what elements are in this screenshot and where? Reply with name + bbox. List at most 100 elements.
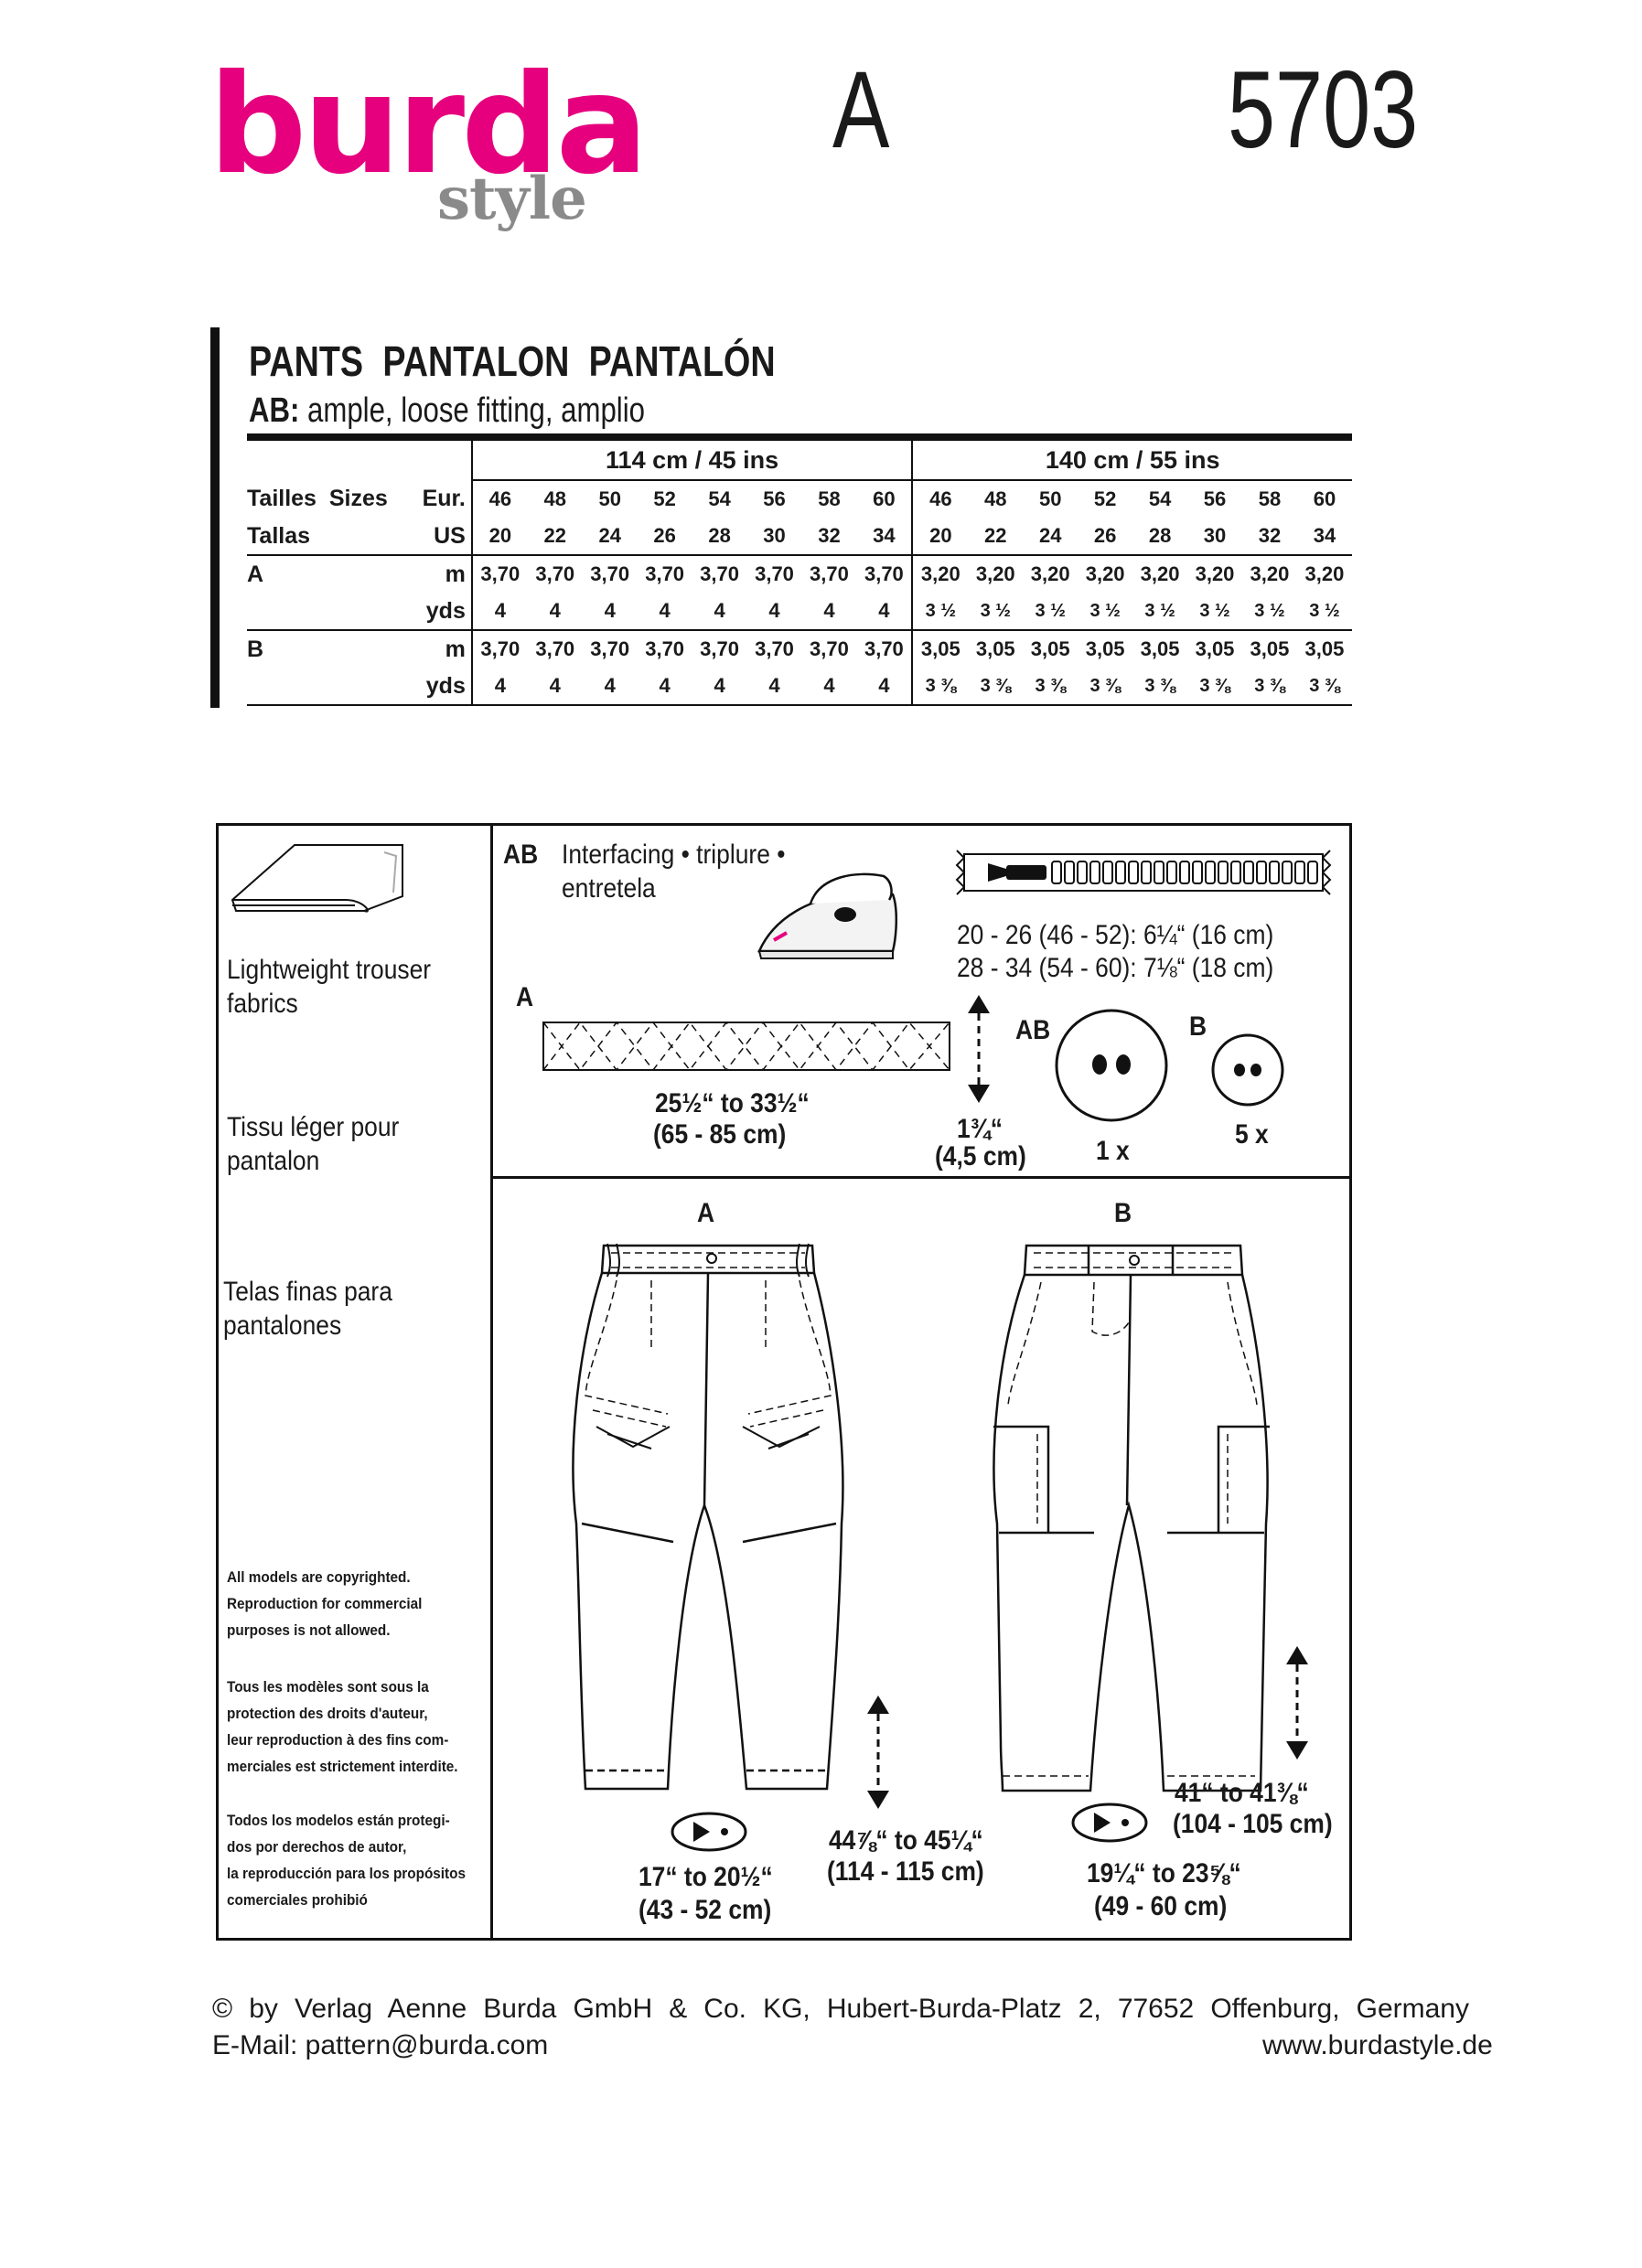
eur-size: 48 (543, 487, 566, 510)
small-button-icon (1211, 1033, 1284, 1107)
yardage-value: 3 ⅜ (1132, 668, 1188, 706)
strip-view: A (516, 982, 534, 1012)
eur-size: 60 (873, 487, 896, 510)
yardage-value: 3 ⅜ (1241, 668, 1297, 706)
title-accent-bar (210, 327, 220, 708)
eur-size: 58 (1258, 487, 1282, 510)
yardage-value: 3 ½ (1144, 600, 1175, 621)
hem-a-inches: 17“ to 20½“ (639, 1862, 773, 1892)
zipper-tooth (1218, 861, 1229, 884)
garment-description: AB: ample, loose fitting, amplio (249, 393, 645, 428)
yardage-value: 3,05 (1132, 629, 1188, 668)
hem-b-circumference-icon (1071, 1803, 1148, 1843)
yardage-value: 4 (878, 599, 890, 622)
yardage-value: 4 (470, 593, 528, 630)
pattern-number: 5703 (1228, 48, 1419, 171)
us-size: 34 (1313, 524, 1336, 547)
us-size: 26 (1093, 524, 1117, 547)
yardage-value: 4 (470, 668, 528, 706)
waistband-strip-diagram (542, 1021, 950, 1072)
us-size: 26 (653, 524, 676, 547)
us-size: 32 (1258, 524, 1282, 547)
label-yds: yds (425, 597, 466, 624)
eur-size: 54 (1148, 487, 1172, 510)
description-text: ample, loose fitting, amplio (307, 391, 645, 430)
large-button-views: AB (1015, 1015, 1051, 1045)
inseam-b-arrow-icon (1286, 1646, 1308, 1760)
yardage-value: 4 (582, 668, 638, 706)
zipper-length-small: 20 - 26 (46 - 52): 6¼“ (16 cm) (957, 920, 1274, 950)
yardage-value: 3,20 (968, 554, 1024, 593)
yardage-value: 3,05 (911, 629, 969, 668)
yardage-value: 3,70 (582, 629, 638, 668)
yardage-value: 3,70 (801, 629, 857, 668)
copyright-english: All models are copyrighted.Reproduction … (227, 1568, 423, 1639)
eur-size: 50 (598, 487, 621, 510)
yardage-value: 4 (659, 599, 671, 622)
yardage-value: 3 ½ (1254, 600, 1285, 621)
yardage-value: 4 (549, 599, 561, 622)
yardage-value: 3,20 (1078, 554, 1133, 593)
inseam-b-cm: (104 - 105 cm) (1173, 1809, 1333, 1839)
inseam-b-inches: 41“ to 41⅜“ (1175, 1778, 1309, 1808)
zipper-length-large: 28 - 34 (54 - 60): 7⅛“ (18 cm) (957, 953, 1274, 983)
label-view-b: B (247, 629, 416, 668)
yardage-value: 3 ½ (1035, 600, 1066, 621)
label-m: m (415, 629, 472, 668)
iron-icon (757, 872, 897, 959)
burda-logo-style: style (437, 165, 587, 233)
title-english: PANTS (249, 337, 364, 385)
zipper-tooth (1051, 861, 1062, 884)
yardage-value: 3,05 (1241, 629, 1297, 668)
yardage-value: 3,20 (1132, 554, 1188, 593)
yardage-value: 3,70 (856, 629, 913, 668)
zipper-tooth (1077, 861, 1088, 884)
us-size: 28 (1148, 524, 1172, 547)
interfacing-views: AB (503, 840, 539, 870)
yardage-value: 3,70 (470, 554, 528, 593)
label-eur: Eur. (422, 486, 466, 511)
yardage-value: 3 ½ (1089, 600, 1121, 621)
drawing-a-label: A (697, 1198, 715, 1228)
copyright-spanish: Todos los modelos están protegi-dos por … (227, 1812, 466, 1909)
views-label: AB: (249, 391, 300, 430)
burda-logo: burda (209, 46, 649, 205)
strip-length-cm: (65 - 85 cm) (653, 1119, 787, 1150)
yardage-value: 3,70 (637, 629, 692, 668)
yardage-value: 3,05 (1023, 629, 1079, 668)
eur-size: 58 (818, 487, 841, 510)
yardage-value: 4 (801, 668, 857, 706)
zipper-tooth (1179, 861, 1190, 884)
yardage-value: 3,20 (1023, 554, 1079, 593)
yardage-value: 3 ⅜ (911, 668, 969, 706)
zipper-tooth (1166, 861, 1177, 884)
yardage-value: 3,05 (968, 629, 1024, 668)
pants-b-drawing (993, 1244, 1270, 1792)
yardage-value: 3,70 (582, 554, 638, 593)
zipper-tooth (1064, 861, 1075, 884)
yardage-value: 3,70 (856, 554, 913, 593)
yardage-value: 3,70 (637, 554, 692, 593)
zipper-tooth (1243, 861, 1254, 884)
section-divider (490, 1176, 1352, 1179)
strip-width-arrow-icon (968, 995, 990, 1103)
large-button-icon (1055, 1009, 1168, 1122)
yardage-value: 3,70 (527, 554, 583, 593)
yardage-value: 3,20 (911, 554, 969, 593)
zipper-tooth (1205, 861, 1216, 884)
strip-width-cm: (4,5 cm) (935, 1141, 1026, 1171)
yardage-value: 3,70 (692, 554, 747, 593)
inseam-a-inches: 44⅞“ to 45¼“ (829, 1825, 983, 1856)
yardage-value: 4 (527, 668, 583, 706)
yardage-value: 4 (637, 668, 692, 706)
pants-a-drawing (572, 1243, 844, 1791)
yardage-value: 3 ½ (911, 593, 969, 630)
yardage-value: 4 (823, 599, 835, 622)
label-view-a: A (247, 554, 416, 593)
zipper-tooth (1115, 861, 1126, 884)
zipper-tooth (1294, 861, 1305, 884)
zipper-tooth (1282, 861, 1293, 884)
